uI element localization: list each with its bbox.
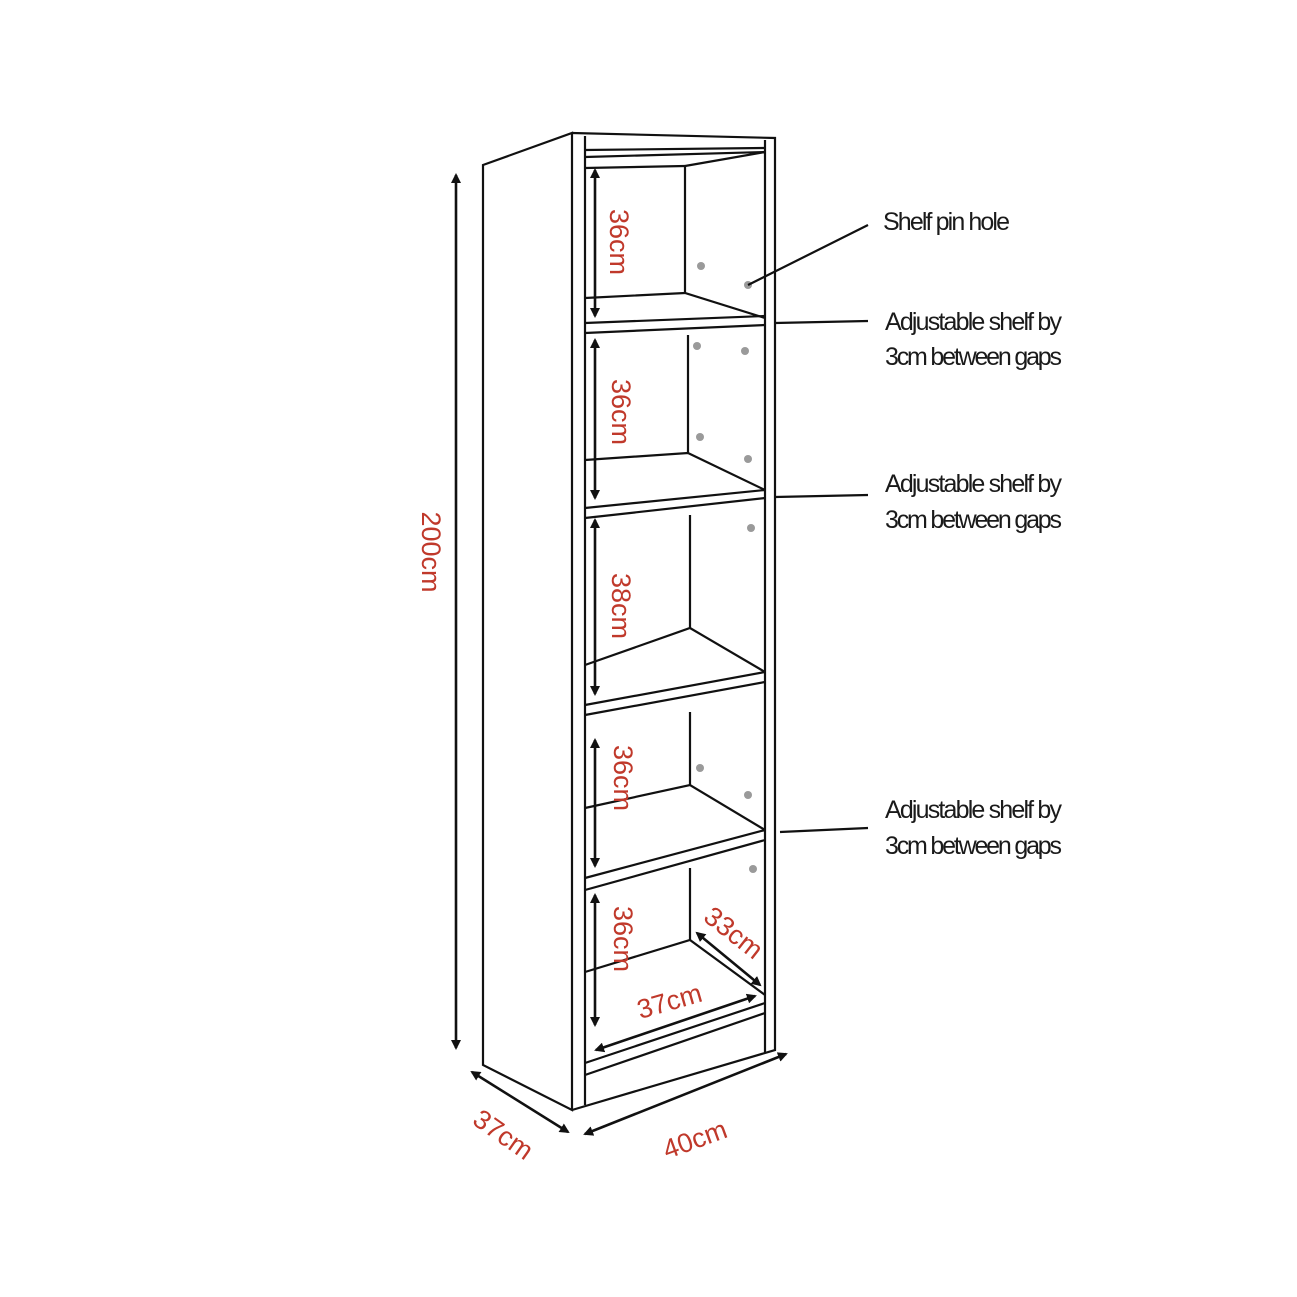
- shelf-callout-3-line2: 3cm between gaps: [885, 832, 1062, 860]
- shelf-callout-3-line1: Adjustable shelf by: [885, 796, 1063, 824]
- compartment-4-label: 36cm: [608, 745, 638, 811]
- compartment-3-label: 38cm: [606, 573, 636, 639]
- pin-hole: [744, 455, 752, 463]
- shelf-2: [584, 451, 766, 520]
- compartment-1-label: 36cm: [604, 209, 634, 275]
- compartment-5-label: 36cm: [608, 906, 638, 972]
- shelf-callout-1-line1: Adjustable shelf by: [885, 308, 1063, 336]
- pin-hole: [696, 433, 704, 441]
- height-label: 200cm: [416, 511, 446, 592]
- pin-hole: [741, 347, 749, 355]
- inner-depth-label: 33cm: [698, 901, 769, 965]
- pin-holes: [693, 262, 757, 873]
- pin-hole: [744, 791, 752, 799]
- shelf-callout-2-line2: 3cm between gaps: [885, 506, 1062, 534]
- shelf-callout-2-line1: Adjustable shelf by: [885, 470, 1063, 498]
- shelf-4: [584, 783, 766, 892]
- pin-hole: [749, 865, 757, 873]
- shelf-callout-1-line2: 3cm between gaps: [885, 343, 1062, 371]
- shelf-3: [584, 626, 766, 717]
- pin-hole: [697, 262, 705, 270]
- pin-hole: [747, 524, 755, 532]
- compartment-2-label: 36cm: [606, 379, 636, 445]
- depth-label: 37cm: [468, 1103, 539, 1165]
- width-label: 40cm: [659, 1114, 731, 1165]
- shelf-1: [584, 291, 766, 335]
- pin-hole-callout: Shelf pin hole: [883, 208, 1010, 236]
- pin-hole: [696, 764, 704, 772]
- callout-lines: [747, 224, 869, 834]
- pin-hole: [693, 342, 701, 350]
- dimension-arrows: [451, 168, 788, 1136]
